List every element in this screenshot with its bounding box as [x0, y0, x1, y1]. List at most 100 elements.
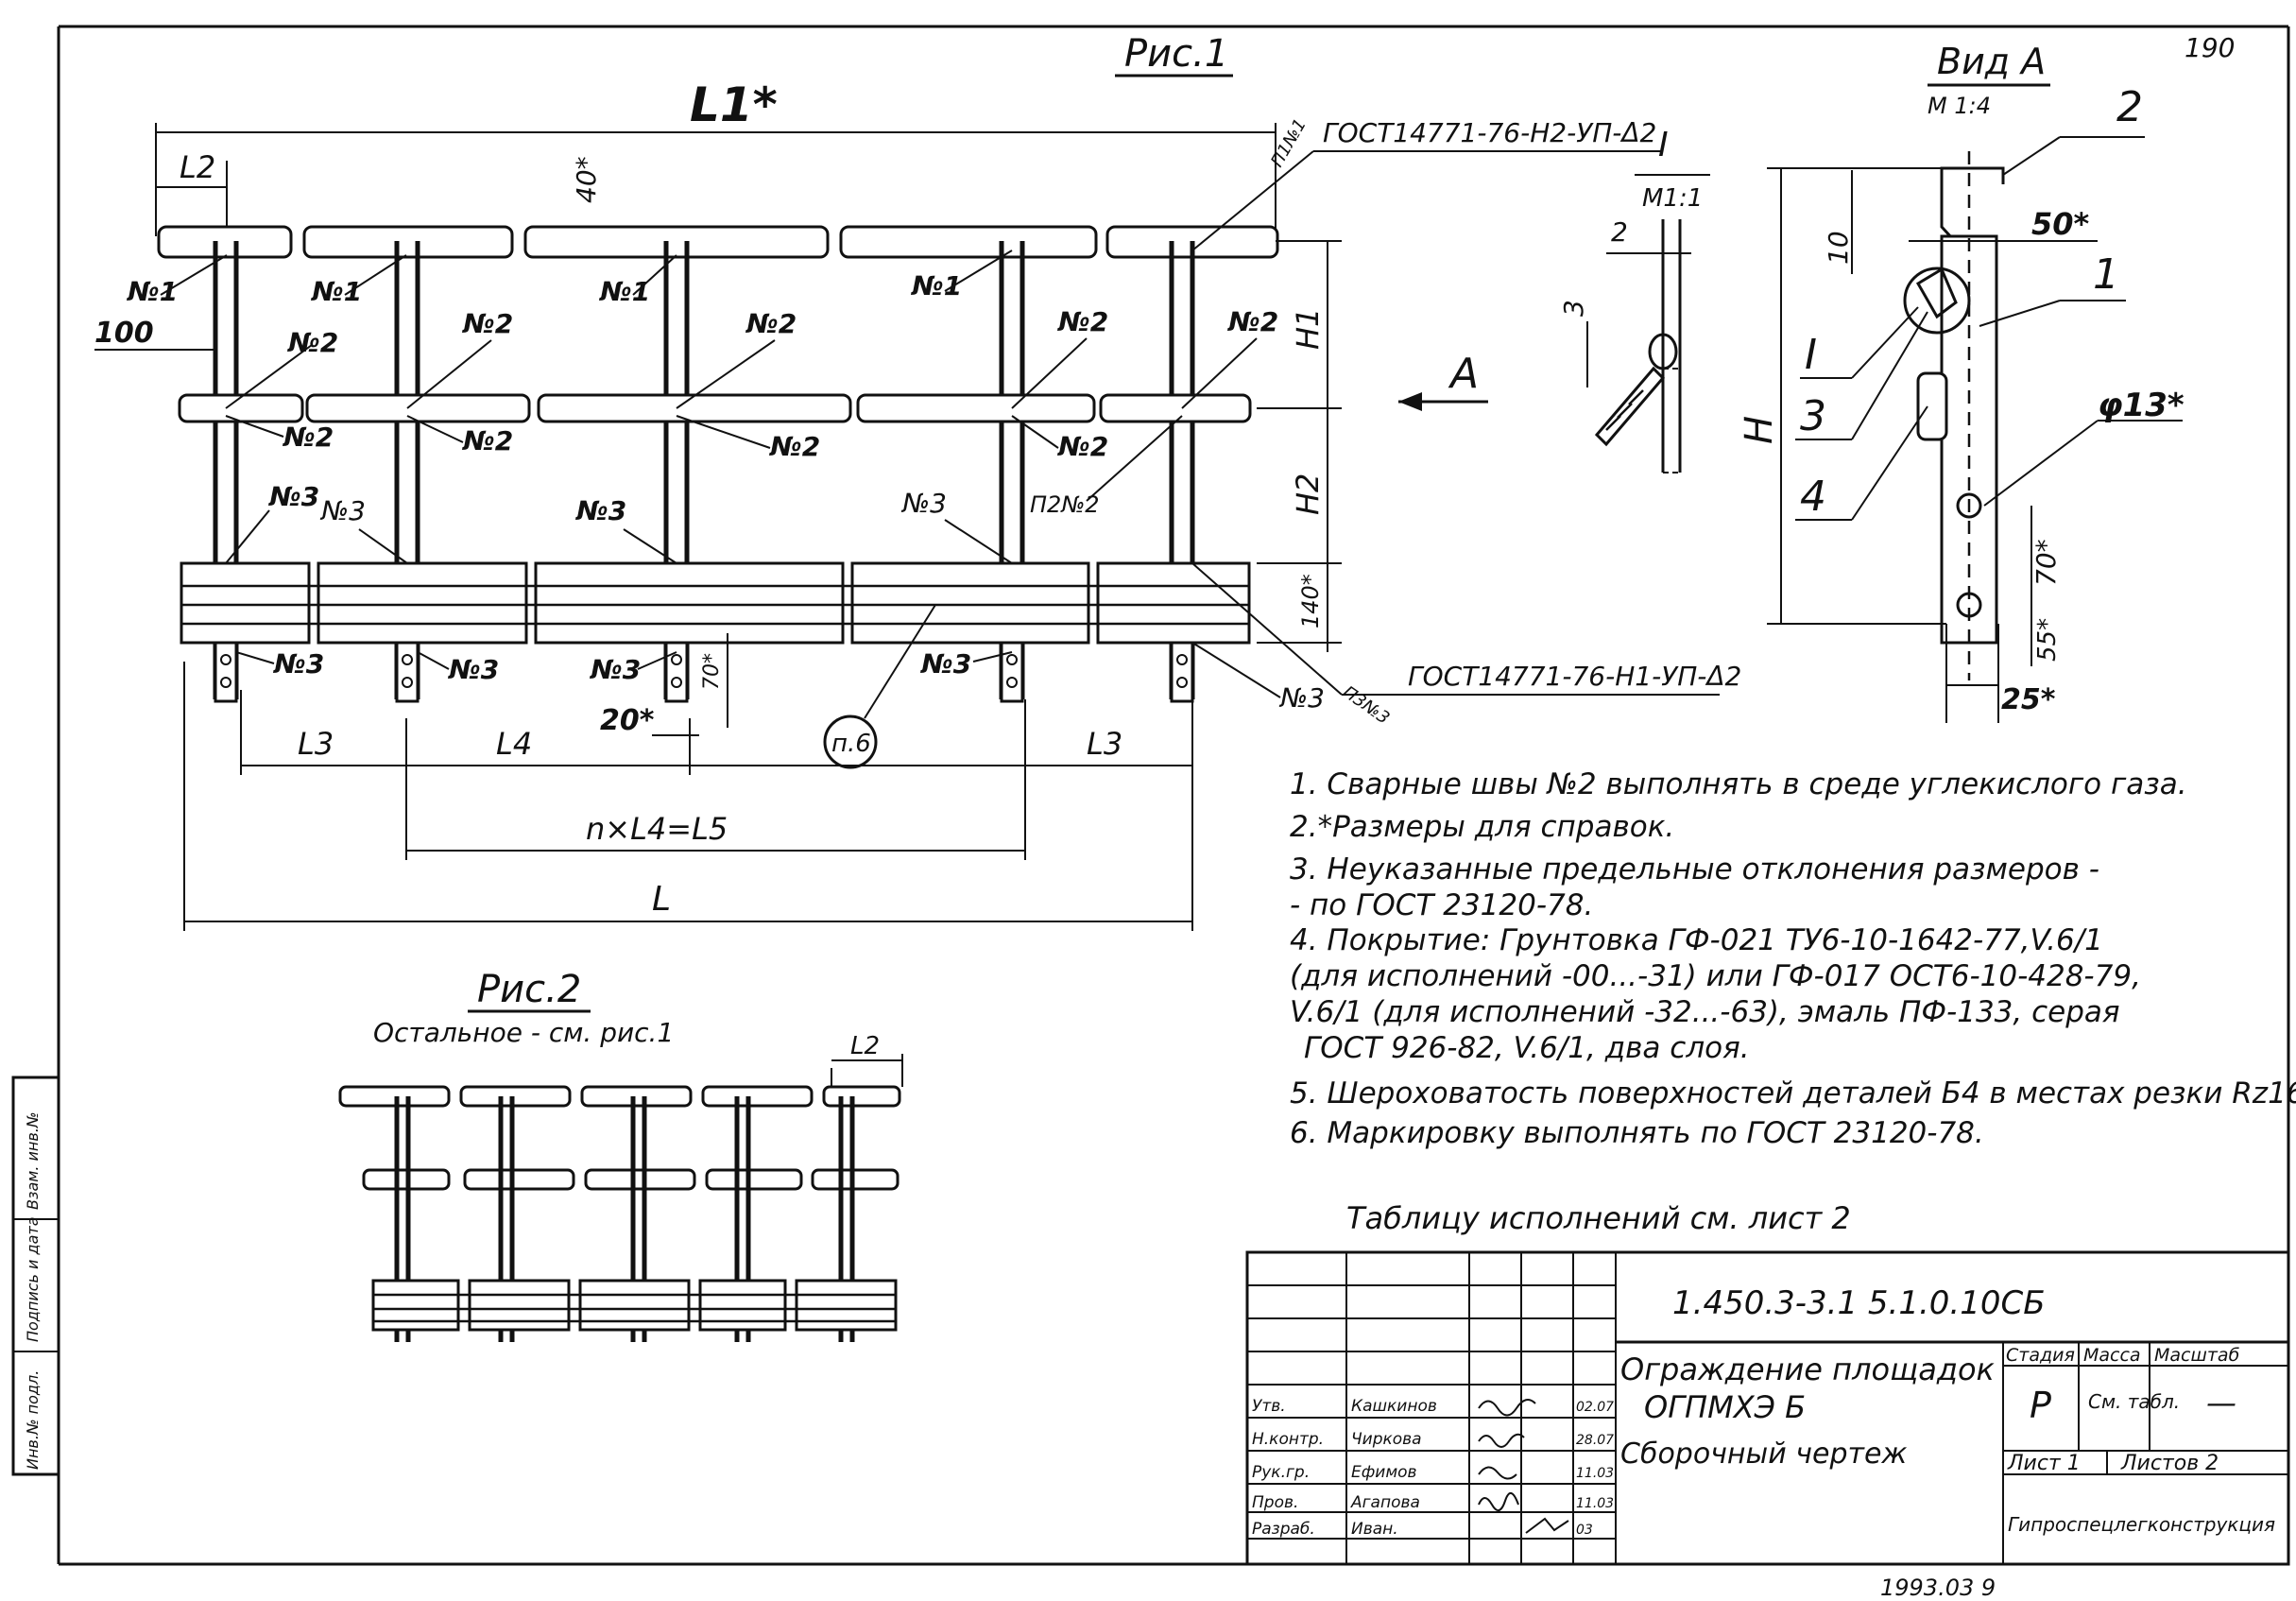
table-reference: Таблицу исполнений см. лист 2 [1346, 1200, 1851, 1236]
doc-code: 1.450.3-3.1 5.1.0.10СБ [1672, 1284, 2046, 1322]
role: Рук.гр. [1252, 1463, 1310, 1482]
label-n2: №2 [1056, 431, 1108, 462]
signatures [1478, 1399, 1569, 1534]
mass-value: См. табл. [2088, 1390, 2180, 1413]
title-name-line3: Сборочный чертеж [1620, 1437, 1907, 1471]
dim-L2: L2 [180, 149, 215, 185]
stage-header: Стадия [2006, 1345, 2075, 1366]
organization: Гипроспецлегконструкция [2008, 1513, 2275, 1536]
signer-name: Иван. [1351, 1520, 1398, 1539]
scale-header: Масштаб [2154, 1345, 2240, 1366]
note-4-cont1: (для исполнений -00...-31) или ГФ-017 ОС… [1290, 959, 2141, 993]
signer-name: Чиркова [1351, 1430, 1422, 1449]
toe-board [180, 561, 1251, 645]
stamp-inv: Инв.№ подл. [24, 1370, 42, 1470]
label-n3: №3 [267, 481, 319, 512]
dim-70: 70* [700, 653, 724, 690]
label-n2: №2 [461, 425, 513, 456]
label-n3: №3 [447, 654, 499, 685]
dim-L1: L1* [690, 77, 778, 132]
signer-name: Кашкинов [1351, 1397, 1437, 1416]
notes: 1. Сварные швы №2 выполнять в среде угле… [1290, 767, 2296, 1150]
stage-value: Р [2030, 1385, 2051, 1426]
dim-L4: L4 [496, 726, 532, 762]
figure-2-subtitle: Остальное - см. рис.1 [373, 1017, 674, 1048]
footer-stamp: 1993.03 9 [1880, 1575, 1996, 1601]
view-a-letter: A [1448, 350, 1479, 398]
weld-gost-bottom: ГОСТ14771-76-Н1-УП-Δ2 [1408, 661, 1741, 692]
leaders [160, 250, 1281, 698]
label-n1: №1 [310, 276, 362, 307]
view-A-dim-phi: φ13* [2098, 387, 2185, 424]
part-6-circle [823, 714, 878, 769]
dim-L3-left: L3 [298, 726, 334, 762]
scale-value: — [2206, 1385, 2236, 1420]
part-6-label: п.6 [831, 730, 871, 758]
note-3-cont: - по ГОСТ 23120-78. [1290, 888, 1593, 922]
title-block: 1.450.3-3.1 5.1.0.10СБ Ограждение площад… [1245, 1250, 2290, 1566]
label-n3: №3 [900, 488, 947, 519]
stamp-sign-date: Подпись и дата [24, 1216, 42, 1342]
view-A-dim-25: 25* [2001, 683, 2056, 716]
mid-rail-segment [856, 393, 1096, 423]
sheet-value: Лист 1 [2007, 1452, 2081, 1475]
figure-2: Рис.2 Остальное - см. рис.1 L2 [338, 968, 903, 1342]
note-1: 1. Сварные швы №2 выполнять в среде угле… [1290, 767, 2187, 801]
dim-H1: H1 [1290, 308, 1326, 350]
view-A-title: Вид А [1937, 41, 2046, 82]
label-n2: №2 [1056, 306, 1108, 337]
binding-stamp: Взам. инв.№ Подпись и дата Инв.№ подл. [11, 1076, 60, 1476]
label-n3: №3 [319, 495, 366, 526]
label-n3: №3 [1278, 682, 1325, 714]
detail-I: I М1:1 2 3 [1558, 126, 1710, 473]
callout-I: I [1805, 331, 1817, 379]
dim-40: 40* [571, 156, 602, 203]
label-n2: №2 [286, 327, 338, 358]
dim-H2: H2 [1290, 473, 1326, 515]
dim-L: L [652, 880, 671, 919]
mass-header: Масса [2083, 1345, 2141, 1366]
view-A-scale: М 1:4 [1928, 93, 1991, 119]
label-n2: №2 [1226, 306, 1278, 337]
sheets-value: Листов 2 [2120, 1452, 2219, 1475]
sheet-number: 190 [2185, 32, 2235, 63]
dim-140: 140* [1297, 574, 1324, 628]
top-rail-segment [302, 225, 514, 259]
label-n2: №2 [745, 308, 797, 339]
top-rail-segment [157, 225, 293, 259]
label-n2: №2 [282, 422, 334, 453]
label-n3: №3 [574, 495, 626, 526]
figure-1: Рис.1 L1* L2 40* [94, 32, 1741, 931]
sign-date: 28.07 [1576, 1433, 1614, 1448]
label-n3: №3 [272, 648, 324, 680]
title-name-line2: ОГПМХЭ Б [1644, 1389, 1806, 1425]
view-A-dim-50: 50* [2031, 206, 2090, 242]
signer-name: Ефимов [1351, 1463, 1417, 1482]
callout-2: 2 [2116, 83, 2143, 131]
stamp-replace: Взам. инв.№ [24, 1111, 42, 1210]
detail-I-dim-3: 3 [1558, 300, 1589, 317]
weld-gost-top: ГОСТ14771-76-Н2-УП-Δ2 [1323, 117, 1656, 148]
label-n1: №1 [598, 276, 650, 307]
callout-1: 1 [2093, 250, 2119, 299]
role: Н.контр. [1252, 1430, 1324, 1449]
figure-1-title: Рис.1 [1124, 32, 1228, 76]
title-name-line1: Ограждение площадок [1620, 1351, 1996, 1387]
detail-I-title: I [1658, 126, 1669, 164]
note-4-cont3: ГОСТ 926-82, V.6/1, два слоя. [1304, 1031, 1750, 1065]
role: Пров. [1252, 1493, 1298, 1512]
mid-rail-segment [537, 393, 852, 423]
role: Утв. [1252, 1397, 1286, 1416]
note-5: 5. Шероховатость поверхностей деталей Б4… [1290, 1076, 2296, 1110]
view-A-detail-circle [1903, 267, 1971, 335]
sign-date: 03 [1576, 1523, 1593, 1538]
view-A-dim-70: 70* [2030, 539, 2062, 586]
top-rail-segment [523, 225, 830, 259]
note-2: 2.*Размеры для справок. [1290, 810, 1674, 844]
view-A-dim-10: 10 [1823, 231, 1854, 265]
callout-4: 4 [1800, 473, 1826, 521]
mid-rail-segment [178, 393, 304, 423]
weld-prefix-top: П1№1 [1267, 115, 1311, 170]
label-n3: №3 [919, 648, 971, 680]
